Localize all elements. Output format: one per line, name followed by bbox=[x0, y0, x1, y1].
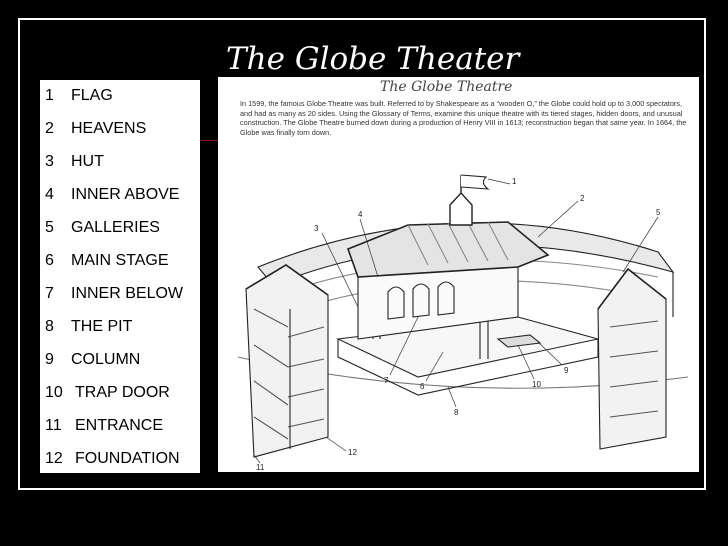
callout-9: 9 bbox=[564, 366, 569, 375]
legend-label: COLUMN bbox=[71, 351, 141, 368]
legend-label: GALLERIES bbox=[71, 219, 160, 236]
legend-number: 12 bbox=[45, 450, 63, 467]
callout-numbers: 1 2 3 4 5 6 7 8 9 10 11 12 bbox=[256, 177, 661, 472]
legend-label: MAIN STAGE bbox=[71, 252, 169, 269]
legend-number: 5 bbox=[45, 219, 54, 236]
callout-8: 8 bbox=[454, 408, 459, 417]
divider-line bbox=[200, 140, 218, 141]
legend-label: TRAP DOOR bbox=[75, 384, 170, 401]
legend-item: 1 FLAG bbox=[45, 88, 113, 104]
callout-2: 2 bbox=[580, 194, 585, 203]
callout-12: 12 bbox=[348, 448, 357, 457]
callout-4: 4 bbox=[358, 210, 363, 219]
legend-item: 7 INNER BELOW bbox=[45, 286, 183, 302]
slide-frame bbox=[18, 18, 706, 490]
legend-number: 2 bbox=[45, 120, 54, 137]
callout-3: 3 bbox=[314, 224, 319, 233]
globe-theatre-illustration: The Globe Theatre In 1599, the famous Gl… bbox=[218, 77, 699, 472]
legend-item: 4 INNER ABOVE bbox=[45, 187, 179, 203]
legend-item: 11 ENTRANCE bbox=[45, 418, 163, 434]
legend-label: FLAG bbox=[71, 87, 113, 104]
callout-6: 6 bbox=[420, 382, 425, 391]
legend-item: 2 HEAVENS bbox=[45, 121, 146, 137]
callout-leaders bbox=[253, 178, 659, 464]
figure-title: The Globe Theatre bbox=[380, 79, 513, 95]
legend-number: 1 bbox=[45, 87, 54, 104]
legend-label: ENTRANCE bbox=[75, 417, 164, 434]
legend-label: INNER ABOVE bbox=[71, 186, 180, 203]
legend-number: 6 bbox=[45, 252, 54, 269]
legend-item: 6 MAIN STAGE bbox=[45, 253, 169, 269]
legend-number: 11 bbox=[45, 417, 62, 434]
legend-label: HEAVENS bbox=[71, 120, 147, 137]
legend-item: 12 FOUNDATION bbox=[45, 451, 180, 467]
callout-11: 11 bbox=[256, 463, 265, 472]
legend-item: 5 GALLERIES bbox=[45, 220, 160, 236]
legend-number: 10 bbox=[45, 384, 63, 401]
callout-7: 7 bbox=[384, 376, 389, 385]
legend-item: 3 HUT bbox=[45, 154, 104, 170]
theatre-drawing: 1 2 3 4 5 6 7 8 9 10 11 12 bbox=[237, 174, 689, 472]
legend-label: THE PIT bbox=[71, 318, 133, 335]
callout-10: 10 bbox=[532, 380, 541, 389]
figure-description: In 1599, the famous Globe Theatre was bu… bbox=[240, 99, 687, 137]
legend-number: 3 bbox=[45, 153, 54, 170]
legend-panel: 1 FLAG 2 HEAVENS 3 HUT 4 INNER ABOVE 5 GALLER… bbox=[40, 80, 200, 473]
legend-number: 8 bbox=[45, 318, 54, 335]
legend-number: 7 bbox=[45, 285, 54, 302]
theatre-outline bbox=[237, 174, 689, 458]
legend-label: INNER BELOW bbox=[71, 285, 184, 302]
legend-label: FOUNDATION bbox=[75, 450, 180, 467]
legend-number: 9 bbox=[45, 351, 54, 368]
callout-1: 1 bbox=[512, 177, 517, 186]
slide-title: The Globe Theater bbox=[226, 41, 520, 77]
legend-item: 10 TRAP DOOR bbox=[45, 385, 170, 401]
callout-5: 5 bbox=[656, 208, 661, 217]
legend-label: HUT bbox=[71, 153, 104, 170]
legend-item: 8 THE PIT bbox=[45, 319, 132, 335]
legend-item: 9 COLUMN bbox=[45, 352, 140, 368]
legend-number: 4 bbox=[45, 186, 54, 203]
